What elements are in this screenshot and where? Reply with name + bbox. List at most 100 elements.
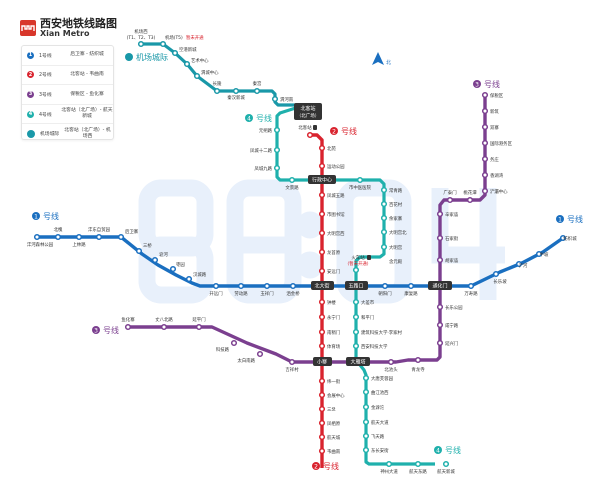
svg-text:会展中心: 会展中心 bbox=[327, 392, 345, 399]
svg-text:艺术中心: 艺术中心 bbox=[191, 57, 209, 64]
svg-text:半坡: 半坡 bbox=[540, 251, 549, 258]
svg-text:沣东自贸园: 沣东自贸园 bbox=[88, 226, 111, 233]
line2-badge-icon: 2 bbox=[27, 71, 34, 79]
svg-text:文景路: 文景路 bbox=[285, 184, 299, 191]
line4-badge-icon bbox=[245, 114, 253, 122]
svg-text:科技路: 科技路 bbox=[216, 346, 230, 353]
legend-row-line4[interactable]: 4 4号线 北客站（北广场）- 航天新城 bbox=[22, 105, 113, 125]
svg-text:延兴门: 延兴门 bbox=[445, 340, 458, 347]
airport-badge-icon bbox=[27, 129, 35, 138]
svg-text:号线: 号线 bbox=[567, 214, 583, 224]
svg-text:五路口: 五路口 bbox=[348, 283, 363, 290]
svg-text:北苑: 北苑 bbox=[327, 145, 336, 152]
line1-path[interactable] bbox=[37, 235, 564, 288]
svg-text:吉祥村: 吉祥村 bbox=[285, 366, 299, 373]
svg-text:长乐公园: 长乐公园 bbox=[445, 304, 463, 311]
svg-text:3: 3 bbox=[94, 328, 98, 335]
svg-text:洒金桥: 洒金桥 bbox=[286, 290, 300, 297]
interchange-beikezhan[interactable]: 北客站 （北广场） bbox=[294, 103, 322, 120]
legend-line-range: 北客站（北广场）- 航天新城 bbox=[61, 108, 113, 120]
svg-text:东长安街: 东长安街 bbox=[371, 447, 389, 454]
svg-text:号线: 号线 bbox=[341, 126, 357, 136]
svg-text:秦汉新城: 秦汉新城 bbox=[227, 94, 245, 101]
legend-line-range: 北客站 - 韦曲南 bbox=[70, 72, 104, 78]
app-title: 西安地铁线路图 Xian Metro bbox=[20, 18, 117, 38]
north-compass-icon: 北 bbox=[372, 52, 391, 66]
svg-text:大差市: 大差市 bbox=[361, 299, 375, 306]
svg-text:大明宫西: 大明宫西 bbox=[327, 230, 345, 237]
svg-text:西安科技大学: 西安科技大学 bbox=[361, 343, 388, 350]
line3-path[interactable] bbox=[128, 93, 487, 364]
svg-text:体育场: 体育场 bbox=[327, 343, 341, 350]
svg-text:龙首原: 龙首原 bbox=[327, 249, 341, 256]
svg-text:金滹沱: 金滹沱 bbox=[371, 404, 385, 411]
svg-text:北槐: 北槐 bbox=[54, 226, 63, 233]
interchange-xiaozhai[interactable]: 小寨 bbox=[313, 357, 332, 366]
svg-text:永宁门: 永宁门 bbox=[327, 314, 340, 321]
interchange-dayanta[interactable]: 大雁塔 bbox=[346, 357, 370, 366]
svg-text:常青路: 常青路 bbox=[389, 187, 403, 194]
svg-text:凤栖原: 凤栖原 bbox=[327, 420, 341, 427]
svg-text:安远门: 安远门 bbox=[327, 268, 340, 275]
line4-badge-icon: 4 bbox=[27, 110, 34, 118]
svg-text:胡家庙: 胡家庙 bbox=[445, 257, 459, 264]
svg-text:市中医医院: 市中医医院 bbox=[349, 184, 372, 191]
svg-text:务庄: 务庄 bbox=[490, 156, 499, 163]
svg-text:1: 1 bbox=[34, 214, 38, 221]
svg-text:大雁塔: 大雁塔 bbox=[350, 359, 365, 366]
line-labels: 机场城际 4 号线 2 号线 3 号线 1 号线 1 号线 3 号线 2 号线 … bbox=[32, 52, 583, 471]
svg-text:辛家庙: 辛家庙 bbox=[445, 211, 459, 218]
svg-text:朝阳门: 朝阳门 bbox=[378, 290, 391, 297]
svg-text:北大街: 北大街 bbox=[314, 283, 329, 290]
svg-text:航天新城: 航天新城 bbox=[437, 468, 455, 475]
svg-text:航天大道: 航天大道 bbox=[371, 419, 389, 426]
svg-text:火车站: 火车站 bbox=[351, 254, 365, 261]
svg-text:(暂未开通): (暂未开通) bbox=[348, 260, 369, 267]
svg-text:保税区: 保税区 bbox=[490, 92, 504, 99]
svg-text:三爻: 三爻 bbox=[327, 407, 336, 413]
svg-text:桃花潭: 桃花潭 bbox=[463, 189, 477, 196]
svg-text:广泰门: 广泰门 bbox=[443, 189, 456, 196]
svg-text:行政中心: 行政中心 bbox=[312, 177, 332, 184]
svg-text:万寿路: 万寿路 bbox=[464, 290, 478, 297]
svg-text:皂河: 皂河 bbox=[159, 251, 168, 258]
svg-text:4: 4 bbox=[436, 448, 440, 455]
line4-badge-icon bbox=[434, 446, 442, 454]
svg-text:机场(T5): 机场(T5) bbox=[165, 34, 183, 41]
interchange-xingzhengzhongxin[interactable]: 行政中心 bbox=[308, 175, 336, 184]
svg-text:余家寨: 余家寨 bbox=[389, 215, 403, 222]
svg-text:韦曲南: 韦曲南 bbox=[327, 448, 341, 455]
title-english: Xian Metro bbox=[40, 29, 90, 38]
line1-badge-icon bbox=[556, 215, 564, 223]
svg-text:北池头: 北池头 bbox=[384, 366, 398, 373]
legend-row-line1[interactable]: 1 1号线 后卫寨 - 纺织城 bbox=[22, 46, 113, 66]
svg-text:小寨: 小寨 bbox=[317, 359, 327, 366]
svg-text:新筑: 新筑 bbox=[490, 108, 499, 115]
svg-text:枣园: 枣园 bbox=[176, 261, 185, 268]
svg-text:号线: 号线 bbox=[43, 211, 59, 221]
xian-metro-logo-icon bbox=[20, 20, 36, 36]
legend-line-name: 4号线 bbox=[39, 112, 52, 118]
svg-text:元朔路: 元朔路 bbox=[259, 127, 273, 134]
svg-text:咸宁路: 咸宁路 bbox=[445, 322, 459, 329]
line2-badge-icon bbox=[312, 462, 320, 470]
legend-line-range: 北客站（北广场）- 机场西 bbox=[64, 127, 111, 139]
legend-row-airport[interactable]: 机场城际 北客站（北广场）- 机场西 bbox=[22, 124, 113, 143]
svg-text:通化门: 通化门 bbox=[432, 283, 447, 290]
legend-row-line3[interactable]: 3 3号线 保税区 - 鱼化寨 bbox=[22, 85, 113, 105]
svg-text:浐灞中心: 浐灞中心 bbox=[490, 188, 508, 195]
legend-line-range: 保税区 - 鱼化寨 bbox=[70, 91, 104, 97]
svg-text:建筑科技大学·李家村: 建筑科技大学·李家村 bbox=[361, 329, 403, 336]
legend-row-line2[interactable]: 2 2号线 北客站 - 韦曲南 bbox=[22, 66, 113, 86]
station-labels: 机场西 (T1、T2、T3) 机场(T5) 暂未开通 空港新城 艺术中心 渭城中… bbox=[27, 28, 577, 475]
interchange-wulukou[interactable]: 五路口 bbox=[345, 281, 368, 290]
svg-text:市图书馆: 市图书馆 bbox=[327, 211, 345, 218]
interchange-tonghuamen[interactable]: 通化门 bbox=[428, 281, 452, 290]
train-icon bbox=[313, 125, 371, 260]
svg-text:纺织城: 纺织城 bbox=[563, 235, 577, 242]
svg-text:航天城: 航天城 bbox=[327, 434, 341, 441]
svg-text:北客站: 北客站 bbox=[300, 105, 315, 112]
interchange-beidajie[interactable]: 北大街 bbox=[311, 281, 334, 290]
svg-text:号线: 号线 bbox=[256, 113, 272, 123]
